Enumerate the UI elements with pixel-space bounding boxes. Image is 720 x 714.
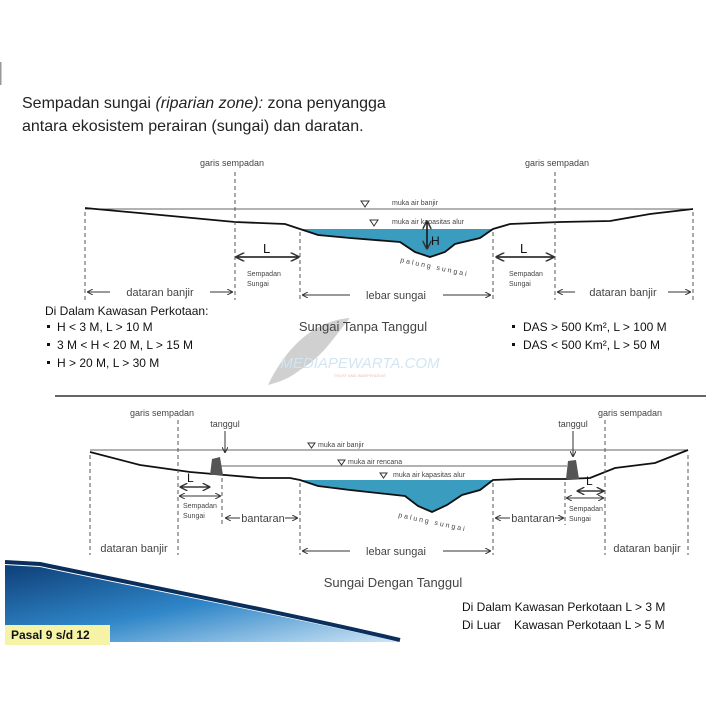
tanggul-label-left: tanggul bbox=[210, 419, 240, 429]
palung-label: palung sungai bbox=[398, 512, 468, 533]
dataran-banjir-left: dataran banjir bbox=[126, 287, 194, 299]
muka-air-rencana-label: muka air rencana bbox=[348, 459, 402, 466]
tanggul-label-right: tanggul bbox=[558, 419, 588, 429]
water-level-marker-icon bbox=[369, 219, 379, 227]
lebar-sungai-bottom: lebar sungai bbox=[366, 546, 426, 558]
top-cross-section: garis sempadan garis sempadan muka air b… bbox=[84, 158, 694, 302]
L-label-left: L bbox=[263, 241, 270, 256]
rule-item: H < 3 M, L > 10 M bbox=[57, 320, 153, 334]
muka-air-kapasitas-label: muka air kapasitas alur bbox=[392, 219, 465, 226]
bottom-cross-section: garis sempadan garis sempadan tanggul ta… bbox=[89, 408, 689, 590]
garis-sempadan-left: garis sempadan bbox=[200, 158, 264, 168]
svg-text:Sungai: Sungai bbox=[247, 281, 269, 288]
banner-swoosh bbox=[5, 565, 400, 642]
lebar-sungai-top: lebar sungai bbox=[366, 290, 426, 302]
watermark: MEDIAPEWARTA.COM TRUST AND INDEPENDENT bbox=[268, 318, 440, 385]
garis-sempadan-right: garis sempadan bbox=[598, 408, 662, 418]
depth-H-label: H bbox=[431, 234, 440, 248]
bantaran-left: bantaran bbox=[241, 513, 284, 525]
garis-sempadan-left: garis sempadan bbox=[130, 408, 194, 418]
sempadan-label-right: Sempadan bbox=[569, 506, 603, 513]
svg-text:Sungai: Sungai bbox=[509, 281, 531, 288]
muka-air-kapasitas-label: muka air kapasitas alur bbox=[393, 472, 466, 479]
sempadan-label-left: Sempadan bbox=[183, 503, 217, 510]
palung-label: palung sungai bbox=[400, 257, 470, 278]
svg-text:TRUST AND INDEPENDENT: TRUST AND INDEPENDENT bbox=[334, 373, 387, 378]
L-label-left: L bbox=[187, 471, 194, 485]
river-water bbox=[300, 480, 493, 512]
pasal-label: Pasal 9 s/d 12 bbox=[5, 625, 110, 645]
caption-dengan-tanggul: Sungai Dengan Tanggul bbox=[324, 575, 463, 590]
rule-bottom: Di Luar Kawasan Perkotaan L > 5 M bbox=[462, 618, 665, 632]
rule-item: 3 M < H < 20 M, L > 15 M bbox=[57, 338, 193, 352]
feather-logo-icon bbox=[268, 318, 350, 385]
rule-bottom: Di Dalam Kawasan Perkotaan L > 3 M bbox=[462, 600, 665, 614]
slide-title-line2: antara ekosistem perairan (sungai) dan d… bbox=[22, 118, 364, 135]
svg-text:Sungai: Sungai bbox=[183, 513, 205, 520]
L-label-right: L bbox=[520, 241, 527, 256]
sempadan-label-right: Sempadan bbox=[509, 271, 543, 278]
svg-text:Sungai: Sungai bbox=[569, 516, 591, 523]
muka-air-banjir-label: muka air banjir bbox=[392, 200, 439, 207]
garis-sempadan-right: garis sempadan bbox=[525, 158, 589, 168]
das-rule: DAS < 500 Km², L > 50 M bbox=[523, 338, 660, 352]
levee-left bbox=[210, 457, 223, 475]
levee-right bbox=[566, 460, 579, 479]
svg-text:MEDIAPEWARTA.COM: MEDIAPEWARTA.COM bbox=[280, 355, 440, 372]
caption-tanpa-tanggul: Sungai Tanpa Tanggul bbox=[299, 319, 427, 334]
L-label-right: L bbox=[586, 474, 593, 488]
bantaran-right: bantaran bbox=[511, 513, 554, 525]
dashed-boundaries bbox=[89, 420, 689, 555]
rules-heading: Di Dalam Kawasan Perkotaan: bbox=[45, 304, 208, 318]
das-rule: DAS > 500 Km², L > 100 M bbox=[523, 320, 667, 334]
water-level-marker-icon bbox=[360, 200, 370, 208]
dataran-banjir-left: dataran banjir bbox=[100, 543, 168, 555]
river-water bbox=[300, 229, 493, 257]
muka-air-banjir-label: muka air banjir bbox=[318, 442, 365, 449]
ground-profile bbox=[84, 207, 694, 258]
sempadan-label-left: Sempadan bbox=[247, 271, 281, 278]
rule-item: H > 20 M, L > 30 M bbox=[57, 356, 159, 370]
rules-top: Di Dalam Kawasan Perkotaan: H < 3 M, L >… bbox=[45, 304, 667, 370]
dashed-boundaries bbox=[84, 172, 694, 300]
dataran-banjir-right: dataran banjir bbox=[613, 543, 681, 555]
slide-title-line1: Sempadan sungai (riparian zone): zona pe… bbox=[22, 95, 386, 112]
dataran-banjir-right: dataran banjir bbox=[589, 287, 657, 299]
